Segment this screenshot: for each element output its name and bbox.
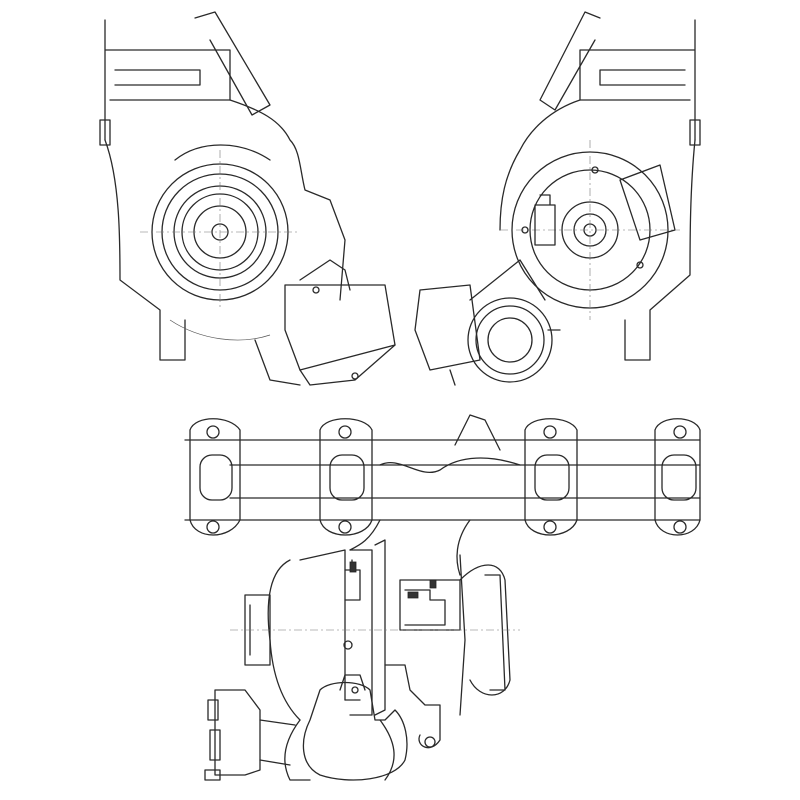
manifold-flange-1 — [189, 418, 241, 536]
actuator-left — [284, 284, 396, 371]
actuator-right — [414, 284, 481, 371]
actuator-bottom — [214, 689, 261, 776]
sensor-block — [619, 164, 676, 241]
turbine-housing — [302, 681, 408, 781]
turbo-view-right — [414, 11, 701, 386]
turbo-view-left — [99, 11, 396, 386]
manifold-flange-3 — [524, 418, 578, 536]
actuator-canister — [467, 297, 553, 383]
turbo-side-section — [204, 539, 520, 781]
manifold-flange-2 — [319, 418, 373, 536]
manifold-flange-4 — [654, 418, 701, 536]
exhaust-manifold — [184, 414, 701, 576]
